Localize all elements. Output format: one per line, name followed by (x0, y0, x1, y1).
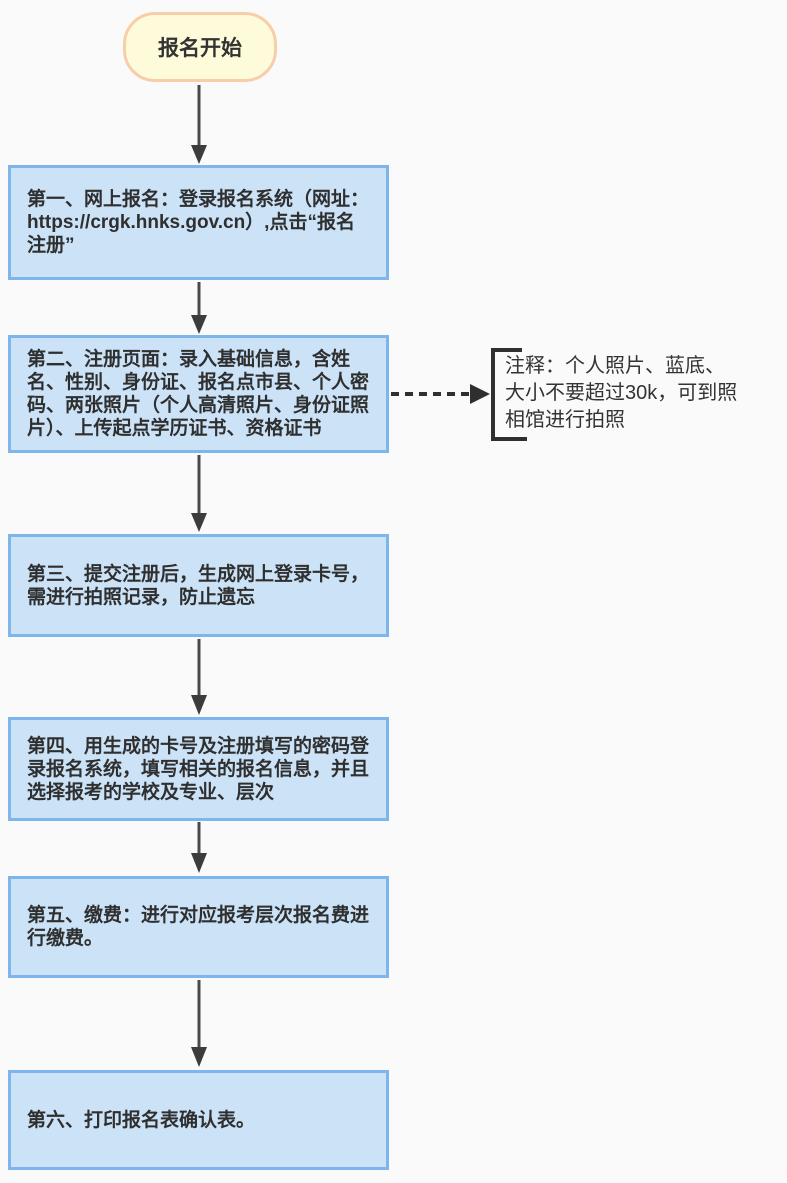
step-3-box: 第三、提交注册后，生成网上登录卡号，需进行拍照记录，防止遗忘 (8, 534, 389, 637)
arrow-step2-to-step3 (191, 455, 207, 532)
note-line-1: 注释：个人照片、蓝底、 (505, 355, 725, 377)
start-node: 报名开始 (123, 12, 277, 82)
step-4-text: 第四、用生成的卡号及注册填写的密码登录报名系统，填写相关的报名信息，并且选择报考… (27, 735, 370, 803)
arrow-step4-to-step5 (191, 822, 207, 873)
arrow-step3-to-step4 (191, 639, 207, 715)
note-connector-dashed-arrow (391, 384, 490, 404)
annotation-note: 注释：个人照片、蓝底、 大小不要超过30k，可到照 相馆进行拍照 (505, 353, 785, 434)
start-node-label: 报名开始 (158, 37, 242, 60)
step-3-text: 第三、提交注册后，生成网上登录卡号，需进行拍照记录，防止遗忘 (27, 563, 370, 608)
step-2-box: 第二、注册页面：录入基础信息，含姓名、性别、身份证、报名点市县、个人密码、两张照… (8, 335, 389, 453)
arrow-step1-to-step2 (191, 282, 207, 334)
note-line-2: 大小不要超过30k，可到照 (505, 382, 738, 404)
step-1-text: 第一、网上报名：登录报名系统（网址：https://crgk.hnks.gov.… (27, 189, 370, 256)
arrow-start-to-step1 (191, 85, 207, 164)
step-5-text: 第五、缴费：进行对应报考层次报名费进行缴费。 (27, 905, 370, 949)
step-6-text: 第六、打印报名表确认表。 (27, 1109, 256, 1131)
step-4-box: 第四、用生成的卡号及注册填写的密码登录报名系统，填写相关的报名信息，并且选择报考… (8, 717, 389, 821)
step-1-box: 第一、网上报名：登录报名系统（网址：https://crgk.hnks.gov.… (8, 165, 389, 280)
step-6-box: 第六、打印报名表确认表。 (8, 1070, 389, 1170)
arrow-step5-to-step6 (191, 980, 207, 1067)
note-line-3: 相馆进行拍照 (505, 409, 625, 431)
step-2-text: 第二、注册页面：录入基础信息，含姓名、性别、身份证、报名点市县、个人密码、两张照… (27, 349, 370, 439)
step-5-box: 第五、缴费：进行对应报考层次报名费进行缴费。 (8, 876, 389, 978)
